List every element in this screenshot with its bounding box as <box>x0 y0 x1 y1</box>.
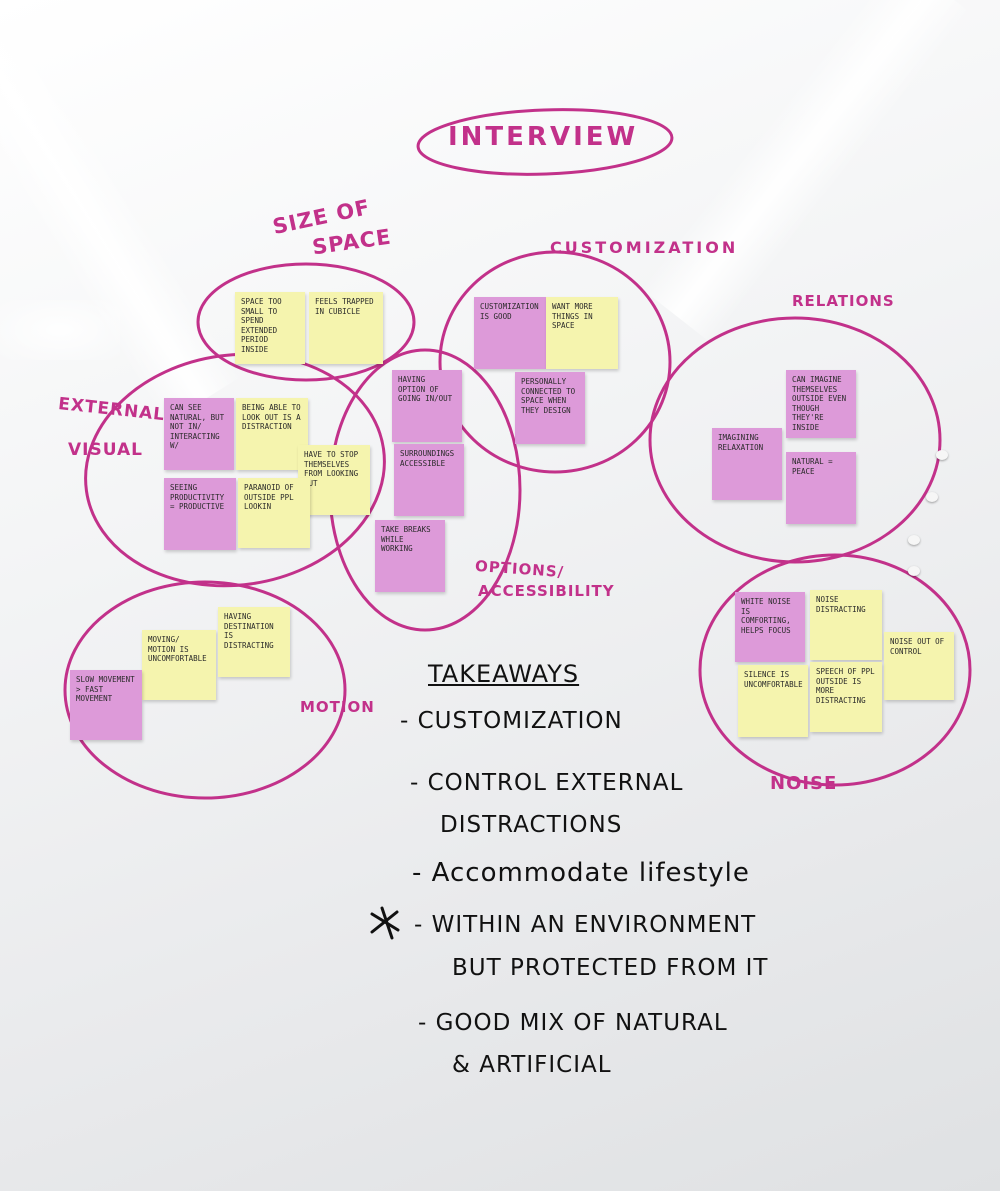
sticky-note: Slow movement > fast movement <box>70 670 142 740</box>
relations-circle <box>648 316 942 564</box>
relations-label: RELATIONS <box>792 292 895 310</box>
interview-title: INTERVIEW <box>448 122 639 152</box>
customization-circle <box>438 250 672 474</box>
sticky-note: Imagining relaxation <box>712 428 782 500</box>
sticky-note: Can imagine themselves outside even thou… <box>786 370 856 438</box>
magnet <box>936 450 948 460</box>
sticky-note: Personally connected to space when they … <box>515 372 585 444</box>
sticky-note: Customization is good <box>474 297 546 369</box>
sticky-note: Noise out of control <box>884 632 954 700</box>
sticky-note: Paranoid of outside ppl lookin <box>238 478 310 548</box>
customization-label: CUSTOMIZATION <box>550 238 739 257</box>
sticky-note: Take breaks while working <box>375 520 445 592</box>
takeaways-heading: TAKEAWAYS <box>428 660 580 688</box>
sticky-note: Speech of ppl outside is more distractin… <box>810 662 882 732</box>
options-label-line2: ACCESSIBILITY <box>478 582 615 600</box>
sticky-note: Space too small to spend extended period… <box>235 292 305 364</box>
star-stroke <box>370 910 399 934</box>
size-of-space-circle <box>196 262 416 382</box>
takeaway-item: & ARTIFICIAL <box>452 1052 612 1078</box>
takeaway-item: - Accommodate lifestyle <box>412 858 750 888</box>
noise-circle <box>698 553 972 787</box>
takeaway-item: DISTRACTIONS <box>440 812 623 838</box>
motion-label: MOTION <box>300 698 375 716</box>
external-visual-label-line2: VISUAL <box>68 440 143 460</box>
sticky-note: Moving/ motion is uncomfortable <box>142 630 216 700</box>
sticky-note: Being able to look out is a distraction <box>236 398 308 470</box>
takeaway-item: - CUSTOMIZATION <box>400 708 623 734</box>
external-visual-circle <box>84 352 386 588</box>
takeaway-item: BUT PROTECTED FROM IT <box>452 955 769 981</box>
sticky-note: Having option of going in/out <box>392 370 462 442</box>
takeaway-item: - WITHIN AN ENVIRONMENT <box>414 912 757 938</box>
takeaway-item: - GOOD MIX OF NATURAL <box>418 1010 728 1036</box>
motion-circle <box>63 580 347 800</box>
takeaway-item: - CONTROL EXTERNAL <box>410 770 684 796</box>
sticky-note: Surroundings accessible <box>394 444 464 516</box>
sticky-note: Noise distracting <box>810 590 882 660</box>
sticky-note: Have to stop themselves from looking out <box>298 445 370 515</box>
sticky-note: Seeing productivity = productive <box>164 478 236 550</box>
sticky-note: Feels trapped in cubicle <box>309 292 383 364</box>
sticky-note: Having destination is distracting <box>218 607 290 677</box>
sticky-note: Can see natural, but not in/ interacting… <box>164 398 234 470</box>
magnet <box>908 566 920 576</box>
sticky-note: Want more things in space <box>546 297 618 369</box>
sticky-note: White noise is comforting, helps focus <box>735 592 805 662</box>
magnet <box>926 492 938 502</box>
sticky-note: Natural = peace <box>786 452 856 524</box>
sticky-note: Silence is uncomfortable <box>738 665 808 737</box>
magnet <box>908 535 920 545</box>
noise-label: NOISE <box>770 773 838 794</box>
interview-title-oval <box>416 108 674 176</box>
